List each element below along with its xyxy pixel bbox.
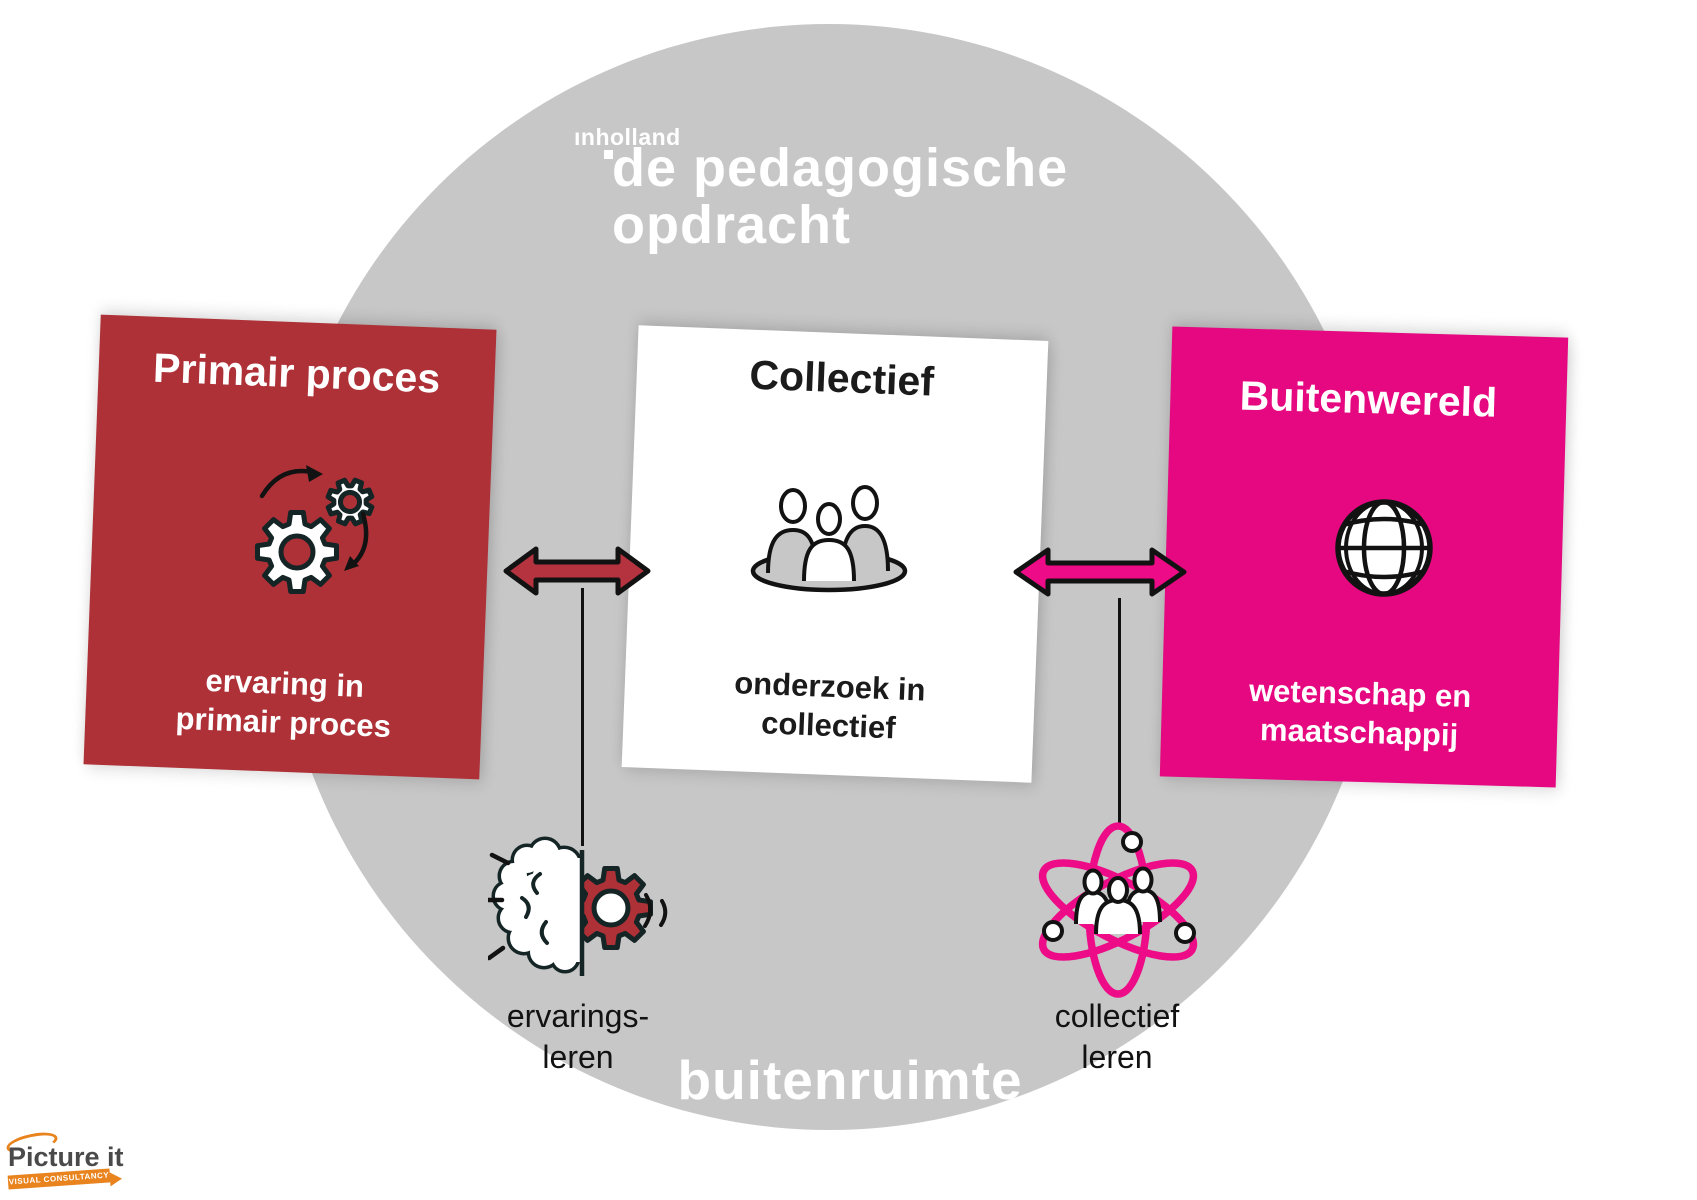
double-arrow-right: [1013, 547, 1187, 597]
page-title-line1: de pedagogische: [612, 138, 1069, 198]
atom-people-icon: [1038, 822, 1198, 998]
globe-icon: [1335, 499, 1433, 597]
box-buitenwereld-title: Buitenwereld: [1239, 372, 1498, 426]
double-arrow-left: [503, 546, 651, 596]
inholland-logo-square-mark: [604, 150, 613, 159]
inholland-logo: ınholland: [574, 124, 681, 150]
picture-it-logo: Picture it VISUAL CONSULTANCY: [4, 1128, 138, 1198]
connector-line-left: [581, 588, 584, 846]
box-collectief-caption: onderzoek in collectief: [733, 665, 927, 746]
buitenruimte-label: buitenruimte: [677, 1049, 1023, 1111]
box-buitenwereld-caption: wetenschap en maatschappij: [1248, 672, 1472, 753]
label-ervaringsleren: ervarings- leren: [506, 998, 650, 1075]
picture-it-title: Picture it: [8, 1142, 124, 1172]
box-collectief-title: Collectief: [748, 351, 935, 405]
gears-icon: [255, 465, 375, 594]
pencil-tip-icon: [109, 1171, 123, 1187]
group-icon: [750, 485, 908, 593]
box-primair-caption: ervaring in primair proces: [174, 662, 392, 744]
box-primair-title: Primair proces: [152, 344, 442, 402]
connector-line-right: [1118, 598, 1121, 826]
page-title: de pedagogische opdracht: [612, 140, 1068, 254]
brain-gear-icon: [488, 836, 668, 976]
label-collectief-leren: collectief leren: [1054, 998, 1180, 1075]
page-title-line2: opdracht: [612, 195, 852, 255]
